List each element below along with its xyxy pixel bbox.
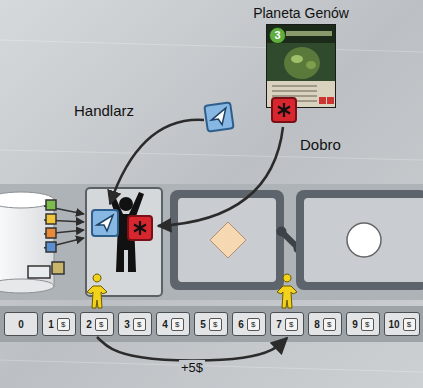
good-chips — [46, 242, 56, 252]
trader-icon-slot — [92, 210, 118, 236]
card-art-part — [267, 25, 336, 43]
card-art-part — [306, 61, 316, 69]
track-number: 1 — [48, 319, 54, 330]
good-icon-slot — [134, 225, 146, 232]
trader-arrow — [110, 120, 204, 204]
trader-icon-free — [210, 108, 228, 126]
good-chips — [46, 200, 56, 210]
track-number: 9 — [352, 319, 358, 330]
good-chips — [28, 266, 50, 278]
track-number: 7 — [276, 319, 282, 330]
track-number: 2 — [86, 319, 92, 330]
coin-symbol: $ — [247, 318, 260, 331]
track-box: 3$ — [118, 312, 152, 336]
track-box: 2$ — [80, 312, 114, 336]
coin-symbol: $ — [323, 318, 336, 331]
circle-slot — [304, 198, 423, 282]
flow-arrow — [97, 337, 287, 361]
good-chips — [46, 228, 56, 238]
track-number: 5 — [200, 319, 206, 330]
track-box: 9$ — [346, 312, 380, 336]
track-number: 4 — [162, 319, 168, 330]
card-art-part — [272, 100, 317, 102]
diamond-slot — [170, 190, 284, 290]
coin-symbol: $ — [285, 318, 298, 331]
good-arrow — [158, 127, 283, 226]
metal-streaks — [0, 150, 423, 160]
diamond-slot — [210, 222, 246, 258]
circle-slot — [347, 223, 381, 257]
track-box: 4$ — [156, 312, 190, 336]
track-number: 3 — [124, 319, 130, 330]
card-art-part — [267, 81, 336, 108]
card-art-part — [272, 90, 317, 92]
card-art-part — [327, 97, 334, 104]
coin-symbol: $ — [403, 318, 416, 331]
meeple — [277, 274, 297, 308]
good-icon-slot — [128, 216, 152, 240]
track-number: 0 — [18, 319, 24, 330]
metal-streaks — [0, 360, 423, 372]
good-icon-card — [283, 103, 285, 117]
card-art-part — [286, 31, 332, 36]
edge-label: +5$ — [179, 360, 205, 375]
cost-number: 3 — [269, 27, 286, 44]
track-box: 0 — [4, 312, 38, 336]
meeple — [87, 274, 297, 308]
trader-icon-free — [204, 102, 233, 131]
track-box: 10 $ — [384, 312, 420, 336]
wrench-symbol — [274, 224, 288, 238]
planet-card: Planeta Genów 3 — [250, 4, 352, 108]
callout-label: Dobro — [300, 136, 341, 154]
track-box: 6$ — [232, 312, 266, 336]
card-art-part — [319, 97, 326, 104]
metal-streaks — [0, 40, 423, 52]
diamond-slot — [170, 190, 284, 290]
track-number: 8 — [314, 319, 320, 330]
meeple — [87, 274, 107, 308]
good-icon-card — [278, 107, 290, 114]
coin-symbol: $ — [209, 318, 222, 331]
track-number: 10 — [388, 319, 399, 330]
coin-symbol: $ — [57, 318, 70, 331]
good-icon-slot — [134, 221, 146, 235]
circle-slot — [296, 190, 423, 290]
track-box: 7$ — [270, 312, 304, 336]
good-icon-card — [272, 98, 296, 122]
card-art-part — [284, 47, 320, 79]
coin-symbol: $ — [133, 318, 146, 331]
good-chips — [46, 214, 56, 224]
card-art-part — [272, 85, 317, 87]
bucket-icon — [0, 279, 54, 293]
good-icon-slot — [134, 225, 146, 232]
track-strip — [0, 306, 423, 342]
card-art-part — [267, 25, 336, 108]
good-icon-slot — [128, 216, 152, 240]
trader-slot — [119, 197, 133, 211]
track-box: 1$ — [42, 312, 76, 336]
coin-symbol: $ — [361, 318, 374, 331]
good-chips — [52, 262, 64, 274]
good-chips — [28, 200, 84, 278]
trader-icon-free — [204, 102, 233, 131]
good-icon-card — [272, 98, 296, 122]
circle-slot — [296, 190, 423, 290]
trader-icon-slot — [97, 215, 113, 231]
track-box: 8$ — [308, 312, 342, 336]
card-art-part — [272, 95, 317, 97]
good-icon-card — [278, 103, 290, 117]
track-number: 6 — [238, 319, 244, 330]
card-heading: Planeta Genów — [250, 4, 352, 22]
card-face: 3 — [266, 24, 336, 108]
coin-symbol: $ — [95, 318, 108, 331]
coin-symbol: $ — [171, 318, 184, 331]
callout-label: Handlarz — [74, 102, 134, 120]
track-box: 5$ — [194, 312, 228, 336]
good-icon-card — [278, 107, 290, 114]
trader-icon-slot — [92, 210, 118, 236]
card-art-part — [291, 55, 303, 63]
